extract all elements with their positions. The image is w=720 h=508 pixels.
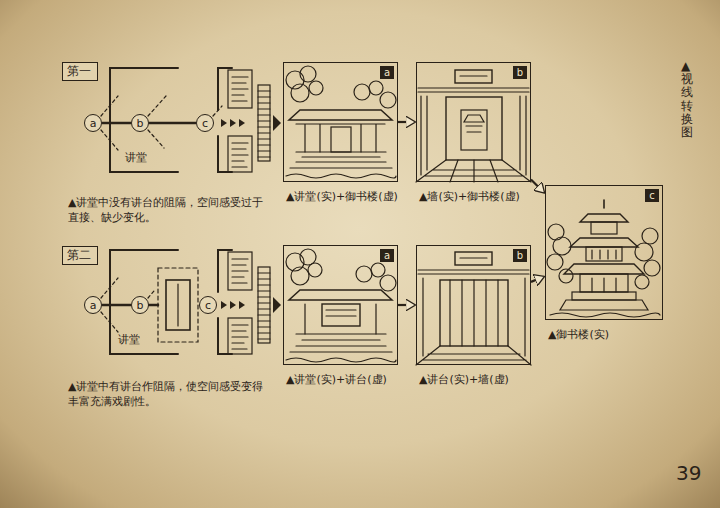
panel-letter: b: [513, 249, 527, 262]
sketch-panel: a▲讲堂(实)+御书楼(虚): [283, 62, 398, 182]
panel-caption: ▲讲台(实)+墙(虚): [419, 373, 509, 387]
sight-line: [102, 122, 131, 125]
scheme-tag: 第二: [62, 246, 98, 265]
point-letter: b: [137, 118, 144, 129]
sketch-panel: c▲御书楼(实): [545, 185, 663, 320]
panel-letter: a: [380, 249, 394, 262]
sight-line: [149, 122, 196, 125]
panel-caption: ▲御书楼(实): [548, 328, 609, 342]
panel-caption: ▲讲堂(实)+讲台(虚): [286, 373, 387, 387]
room-label: 讲堂: [118, 332, 140, 347]
panel-caption: ▲讲堂(实)+御书楼(虚): [286, 190, 398, 204]
view-point-circle: b: [131, 114, 149, 132]
view-point-circle: c: [196, 114, 214, 132]
room-label: 讲堂: [125, 150, 147, 165]
point-letter: c: [202, 118, 208, 129]
point-letter: b: [137, 300, 144, 311]
explanation-note: ▲讲堂中有讲台作阻隔，使空间感受变得丰富充满戏剧性。: [68, 379, 273, 409]
point-letter: a: [90, 300, 97, 311]
sequence-arrow: [531, 277, 544, 282]
point-letter: a: [90, 118, 97, 129]
explanation-note: ▲讲堂中没有讲台的阻隔，空间感受过于直接、缺少变化。: [68, 195, 273, 225]
sketch-panel: b▲讲台(实)+墙(虚): [416, 245, 531, 365]
panel-caption: ▲墙(实)+御书楼(虚): [419, 190, 520, 204]
scheme-name: 第一: [67, 64, 91, 78]
sequence-arrow: [398, 304, 415, 306]
sequence-arrow: [398, 121, 415, 123]
panel-letter: c: [645, 189, 659, 202]
page-number: 39: [676, 462, 701, 484]
view-point-circle: a: [84, 114, 102, 132]
scheme-name: 第二: [67, 248, 91, 262]
point-letter: c: [205, 300, 211, 311]
view-point-circle: b: [131, 296, 149, 314]
vertical-title: ▲视线转换图: [681, 60, 693, 139]
sketch-panel: a▲讲堂(实)+讲台(虚): [283, 245, 398, 365]
sight-line: [102, 304, 131, 307]
sequence-arrow: [531, 180, 544, 193]
sketch-panel: b▲墙(实)+御书楼(虚): [416, 62, 531, 182]
panel-letter: a: [380, 66, 394, 79]
view-point-circle: a: [84, 296, 102, 314]
scheme-tag: 第一: [62, 62, 98, 81]
view-point-circle: c: [199, 296, 217, 314]
panel-letter: b: [513, 66, 527, 79]
